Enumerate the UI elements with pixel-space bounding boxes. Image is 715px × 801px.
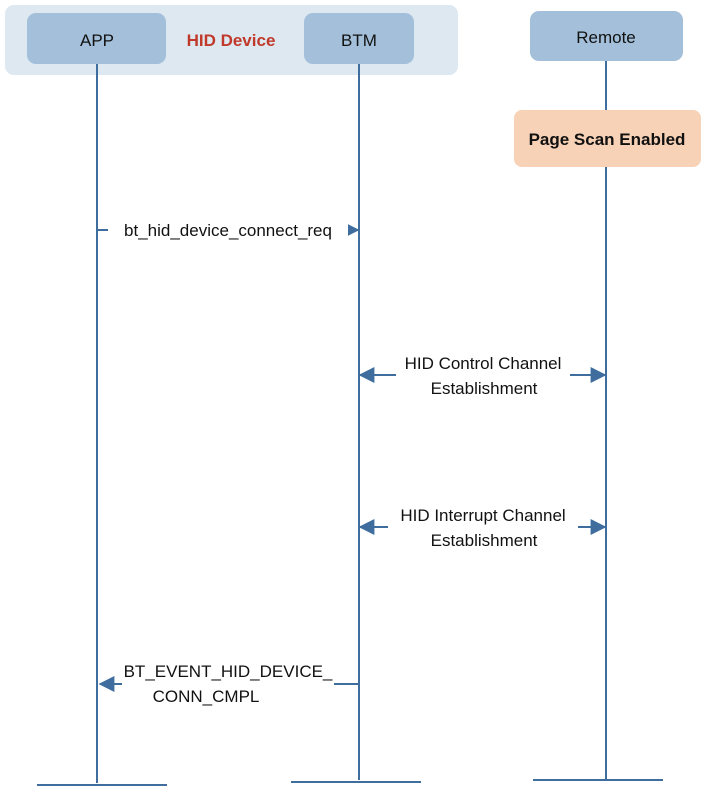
remote-label: Remote — [576, 28, 636, 47]
connect-req-label: bt_hid_device_connect_req — [124, 221, 332, 240]
btm-label: BTM — [341, 31, 377, 50]
conn-cmpl-label-line1: BT_EVENT_HID_DEVICE_ — [124, 662, 333, 681]
app-label: APP — [80, 31, 114, 50]
interrupt-channel-label-line2: Establishment — [431, 531, 538, 550]
conn-cmpl-label-line2: CONN_CMPL — [153, 687, 260, 706]
group-label: HID Device — [187, 31, 276, 50]
control-channel-label-line2: Establishment — [431, 379, 538, 398]
btm-participant — [304, 13, 414, 64]
page-scan-note — [514, 110, 701, 167]
app-participant — [27, 13, 166, 64]
note-label: Page Scan Enabled — [529, 130, 686, 149]
interrupt-channel-label-line1: HID Interrupt Channel — [400, 506, 565, 525]
control-channel-label-line1: HID Control Channel — [405, 354, 562, 373]
remote-participant — [530, 11, 683, 61]
